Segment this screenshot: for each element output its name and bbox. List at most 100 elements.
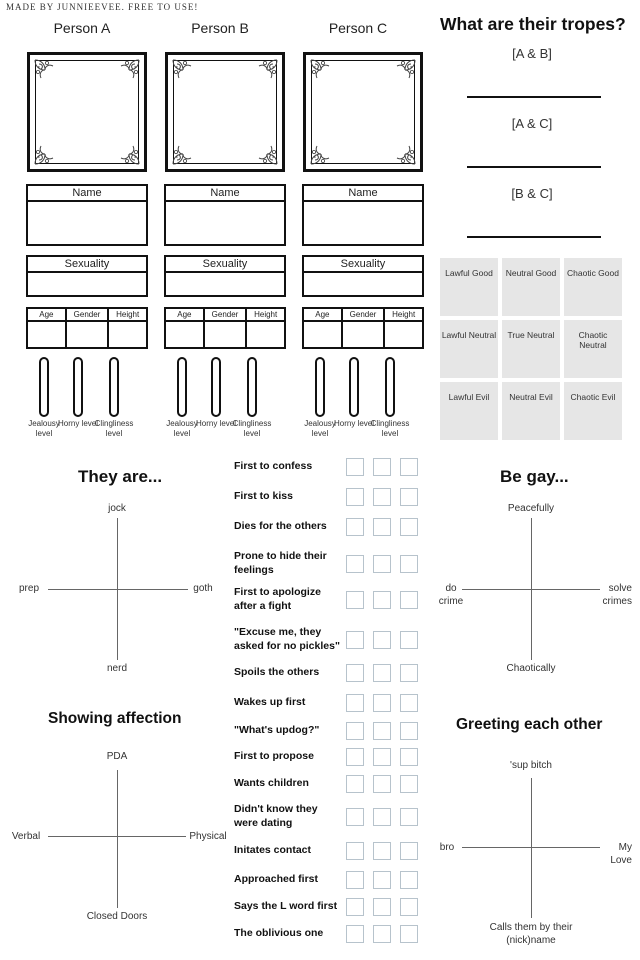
checkbox-person-b[interactable] (373, 518, 391, 536)
checkbox-person-a[interactable] (346, 842, 364, 860)
checkbox-person-c[interactable] (400, 664, 418, 682)
person-a-meter-2[interactable] (109, 357, 119, 417)
checkbox-person-c[interactable] (400, 748, 418, 766)
alignment-cell[interactable]: Neutral Good (502, 258, 560, 316)
person-a-age-field[interactable]: Age (28, 309, 67, 347)
checkbox-person-a[interactable] (346, 694, 364, 712)
checkbox-person-a[interactable] (346, 775, 364, 793)
person-b-age-field[interactable]: Age (166, 309, 205, 347)
flourish-corner-icon (34, 59, 54, 79)
alignment-cell[interactable]: Chaotic Good (564, 258, 622, 316)
checkbox-person-b[interactable] (373, 631, 391, 649)
checkbox-person-c[interactable] (400, 871, 418, 889)
trope-answer-line[interactable] (467, 236, 601, 238)
they_are-title: They are... (78, 467, 163, 486)
checkbox-person-c[interactable] (400, 488, 418, 506)
flourish-corner-icon (396, 59, 416, 79)
checkbox-person-b[interactable] (373, 591, 391, 609)
checkbox-person-b[interactable] (373, 898, 391, 916)
meter-label: Clingliness level (232, 419, 272, 438)
checkbox-person-b[interactable] (373, 722, 391, 740)
greeting-right-label: My Love (610, 842, 632, 866)
person-b-gender-field[interactable]: Gender (204, 309, 248, 347)
checkbox-person-a[interactable] (346, 631, 364, 649)
frame-ornament (72, 52, 102, 55)
person-a-meter-0[interactable] (39, 357, 49, 417)
checkbox-person-b[interactable] (373, 842, 391, 860)
checkbox-person-b[interactable] (373, 458, 391, 476)
alignment-cell[interactable]: Lawful Good (440, 258, 498, 316)
person-c-sexuality-field[interactable]: Sexuality (302, 255, 424, 297)
alignment-cell[interactable]: True Neutral (502, 320, 560, 378)
person-c-portrait-frame[interactable] (303, 52, 423, 172)
checkbox-person-c[interactable] (400, 694, 418, 712)
checkbox-person-c[interactable] (400, 775, 418, 793)
checkbox-person-c[interactable] (400, 722, 418, 740)
checkbox-person-c[interactable] (400, 555, 418, 573)
person-c-height-field[interactable]: Height (385, 309, 423, 347)
frame-inner-border (173, 60, 277, 164)
checkbox-person-b[interactable] (373, 664, 391, 682)
checkbox-person-a[interactable] (346, 925, 364, 943)
trope-pair-label: [A & B] (512, 46, 552, 61)
trope-answer-line[interactable] (467, 166, 601, 168)
alignment-cell[interactable]: Chaotic Evil (564, 382, 622, 440)
checkbox-person-c[interactable] (400, 458, 418, 476)
person-b-meter-1[interactable] (211, 357, 221, 417)
checkbox-person-a[interactable] (346, 664, 364, 682)
person-c-meter-1[interactable] (349, 357, 359, 417)
frame-ornament (210, 52, 240, 55)
alignment-cell[interactable]: Lawful Neutral (440, 320, 498, 378)
checkbox-person-b[interactable] (373, 775, 391, 793)
alignment-cell[interactable]: Chaotic Neutral (564, 320, 622, 378)
checklist-question: Wants children (234, 777, 309, 789)
checkbox-person-c[interactable] (400, 591, 418, 609)
person-c-meter-0[interactable] (315, 357, 325, 417)
checkbox-person-c[interactable] (400, 631, 418, 649)
person-c-age-field[interactable]: Age (304, 309, 343, 347)
checkbox-person-c[interactable] (400, 925, 418, 943)
checkbox-person-b[interactable] (373, 488, 391, 506)
checkbox-person-a[interactable] (346, 871, 364, 889)
checkbox-person-c[interactable] (400, 518, 418, 536)
person-b-portrait-frame[interactable] (165, 52, 285, 172)
checkbox-person-b[interactable] (373, 748, 391, 766)
alignment-cell[interactable]: Lawful Evil (440, 382, 498, 440)
checkbox-person-c[interactable] (400, 898, 418, 916)
flourish-corner-icon (258, 59, 278, 79)
checkbox-person-a[interactable] (346, 518, 364, 536)
they_are-vertical-axis (117, 518, 118, 660)
checkbox-person-b[interactable] (373, 925, 391, 943)
person-a-name-field[interactable]: Name (26, 184, 148, 246)
checkbox-person-b[interactable] (373, 808, 391, 826)
checkbox-person-a[interactable] (346, 808, 364, 826)
person-a-height-field[interactable]: Height (109, 309, 147, 347)
checkbox-person-a[interactable] (346, 748, 364, 766)
person-a-sexuality-field[interactable]: Sexuality (26, 255, 148, 297)
person-c-gender-field[interactable]: Gender (342, 309, 386, 347)
person-a-meter-1[interactable] (73, 357, 83, 417)
checkbox-person-a[interactable] (346, 591, 364, 609)
person-b-sexuality-field[interactable]: Sexuality (164, 255, 286, 297)
checkbox-person-a[interactable] (346, 722, 364, 740)
trope-answer-line[interactable] (467, 96, 601, 98)
person-b-name-field[interactable]: Name (164, 184, 286, 246)
person-b-height-field[interactable]: Height (247, 309, 285, 347)
checkbox-person-a[interactable] (346, 555, 364, 573)
flourish-corner-icon (172, 59, 192, 79)
checkbox-person-a[interactable] (346, 488, 364, 506)
checkbox-person-a[interactable] (346, 898, 364, 916)
checkbox-person-b[interactable] (373, 694, 391, 712)
checkbox-person-c[interactable] (400, 808, 418, 826)
person-b-meter-0[interactable] (177, 357, 187, 417)
checkbox-person-b[interactable] (373, 871, 391, 889)
checkbox-person-a[interactable] (346, 458, 364, 476)
checkbox-person-c[interactable] (400, 842, 418, 860)
alignment-cell[interactable]: Neutral Evil (502, 382, 560, 440)
person-c-name-field[interactable]: Name (302, 184, 424, 246)
person-a-portrait-frame[interactable] (27, 52, 147, 172)
person-b-meter-2[interactable] (247, 357, 257, 417)
person-a-gender-field[interactable]: Gender (66, 309, 110, 347)
checkbox-person-b[interactable] (373, 555, 391, 573)
person-c-meter-2[interactable] (385, 357, 395, 417)
